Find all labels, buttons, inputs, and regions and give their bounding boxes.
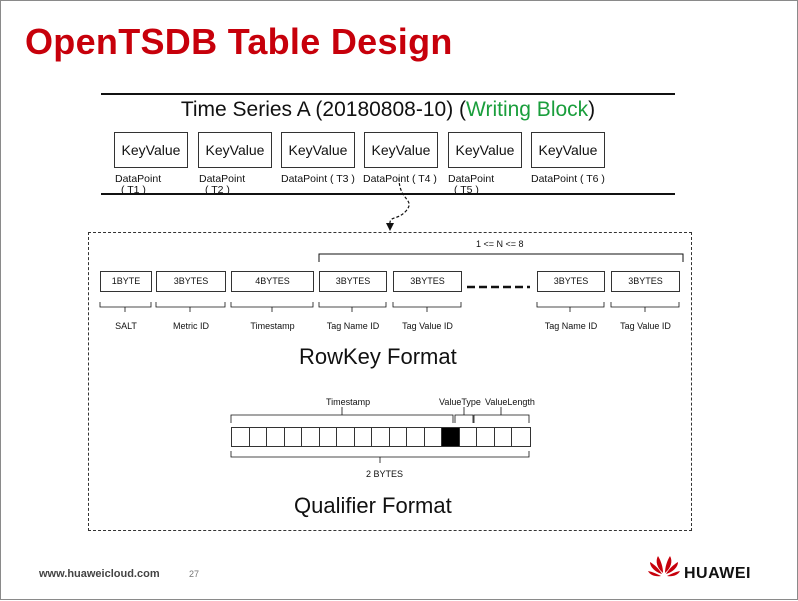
bit-cell-valuetype: [442, 428, 460, 446]
brace-q-timestamp: [230, 407, 454, 423]
series-title-main: Time Series A (20180808-10) (: [180, 98, 467, 121]
brace-salt: [99, 302, 152, 312]
brace-timestamp: [230, 302, 314, 312]
series-title: Time Series A (20180808-10) (Writing Blo…: [101, 98, 675, 122]
qualifier-bit-row: [231, 427, 531, 447]
brace-tagname-2: [536, 302, 605, 312]
bit-cell: [232, 428, 250, 446]
dashed-curve-arrow: [389, 177, 410, 226]
rowkey-field-salt: 1BYTE: [100, 271, 152, 292]
brace-q-total: [230, 451, 530, 463]
series-title-highlight: Writing Block: [466, 98, 589, 121]
rowkey-label-salt: SALT: [115, 321, 137, 331]
rowkey-field-tagvalue-2: 3BYTES: [611, 271, 680, 292]
bottom-rule: [101, 193, 675, 195]
slide-title: OpenTSDB Table Design: [25, 21, 453, 62]
qualifier-format-title: Qualifier Format: [294, 493, 452, 518]
bit-cell: [320, 428, 337, 446]
datapoint-label-t5: DataPoint ( T5 ): [448, 173, 495, 196]
brace-q-valuetype: [454, 407, 474, 423]
rowkey-format-title: RowKey Format: [299, 344, 457, 369]
brace-metric: [155, 302, 226, 312]
bit-cell: [250, 428, 267, 446]
rowkey-field-metric: 3BYTES: [156, 271, 226, 292]
bit-cell: [285, 428, 302, 446]
brace-tagname-1: [318, 302, 387, 312]
keyvalue-box-4: KeyValue: [364, 132, 438, 168]
qualifier-timestamp-label: Timestamp: [326, 397, 371, 407]
keyvalue-box-1: KeyValue: [114, 132, 188, 168]
bit-cell: [495, 428, 512, 446]
brace-tagvalue-1: [392, 302, 462, 312]
bit-cell: [302, 428, 320, 446]
brace-tagvalue-2: [610, 302, 680, 312]
keyvalue-box-5: KeyValue: [448, 132, 522, 168]
huawei-brand: HUAWEI: [684, 565, 751, 582]
rowkey-label-timestamp: Timestamp: [250, 321, 295, 331]
datapoint-label-t6: DataPoint ( T6 ): [531, 173, 605, 185]
arrow-head: [386, 223, 394, 231]
rowkey-field-tagvalue-1: 3BYTES: [393, 271, 462, 292]
page-number: 27: [189, 569, 200, 579]
datapoint-label-t2: DataPoint ( T2 ): [199, 173, 246, 196]
bit-cell: [425, 428, 442, 446]
qualifier-valuetype-label: ValueType: [439, 397, 481, 407]
bit-cell: [407, 428, 425, 446]
bit-cell: [337, 428, 355, 446]
rowkey-field-tagname-1: 3BYTES: [319, 271, 387, 292]
top-rule: [101, 93, 675, 95]
keyvalue-box-3: KeyValue: [281, 132, 355, 168]
bit-cell: [460, 428, 477, 446]
series-title-close: ): [588, 98, 596, 121]
bit-cell: [355, 428, 372, 446]
rowkey-field-tagname-2: 3BYTES: [537, 271, 605, 292]
bit-cell: [390, 428, 407, 446]
format-detail-box: [88, 232, 692, 531]
datapoint-label-t3: DataPoint ( T3 ): [281, 173, 355, 185]
rowkey-label-tagvalue-1: Tag Value ID: [402, 321, 453, 331]
footer-url: www.huaweicloud.com: [39, 568, 160, 580]
keyvalue-box-6: KeyValue: [531, 132, 605, 168]
bit-cell: [372, 428, 390, 446]
brace-q-valuelength: [473, 407, 530, 423]
qualifier-valuelength-label: ValueLength: [485, 397, 535, 407]
n-range-label: 1 <= N <= 8: [476, 239, 524, 249]
rowkey-label-tagname-2: Tag Name ID: [544, 321, 598, 331]
rowkey-label-metric: Metric ID: [173, 321, 209, 331]
datapoint-label-t1: DataPoint ( T1 ): [115, 173, 162, 196]
rowkey-label-tagvalue-2: Tag Value ID: [620, 321, 671, 331]
datapoint-label-t4: DataPoint ( T4 ): [363, 173, 437, 185]
bit-cell: [267, 428, 285, 446]
qualifier-bytes-label: 2 BYTES: [366, 469, 404, 479]
rowkey-label-tagname-1: Tag Name ID: [326, 321, 380, 331]
n-range-bracket: [318, 253, 684, 262]
bit-cell: [477, 428, 495, 446]
keyvalue-box-2: KeyValue: [198, 132, 272, 168]
rowkey-field-timestamp: 4BYTES: [231, 271, 314, 292]
